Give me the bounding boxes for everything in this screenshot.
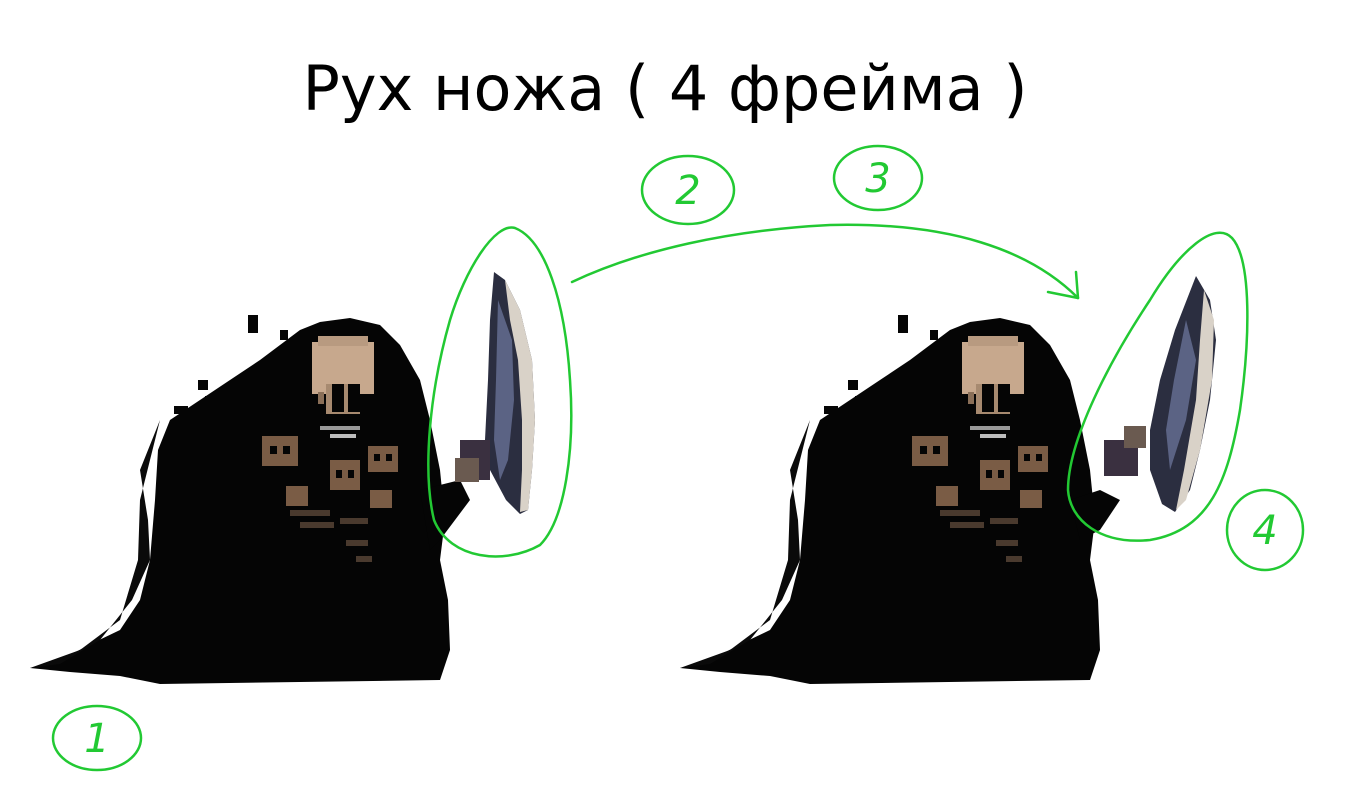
label-circle-2 [640,154,736,226]
knife-tilted [1104,276,1216,512]
label-circle-4 [1225,488,1305,572]
label-circle-3 [832,144,924,212]
frame-label-1: 1 [84,716,109,762]
reaper-sprite-frame-1 [30,272,535,684]
label-circle-1 [51,704,143,772]
frame-label-2: 2 [675,168,700,214]
page-title: Рух ножа ( 4 фрейма ) [302,52,1028,125]
highlight-ellipse-frame-4 [1066,231,1249,542]
arrow-head [1046,270,1080,300]
frame-label-3: 3 [865,156,890,202]
frame-label-4: 4 [1252,508,1277,554]
motion-arc-arrow [570,223,1080,300]
reaper-sprite-frame-4 [680,315,1120,684]
highlight-ellipse-frame-1 [427,226,573,558]
